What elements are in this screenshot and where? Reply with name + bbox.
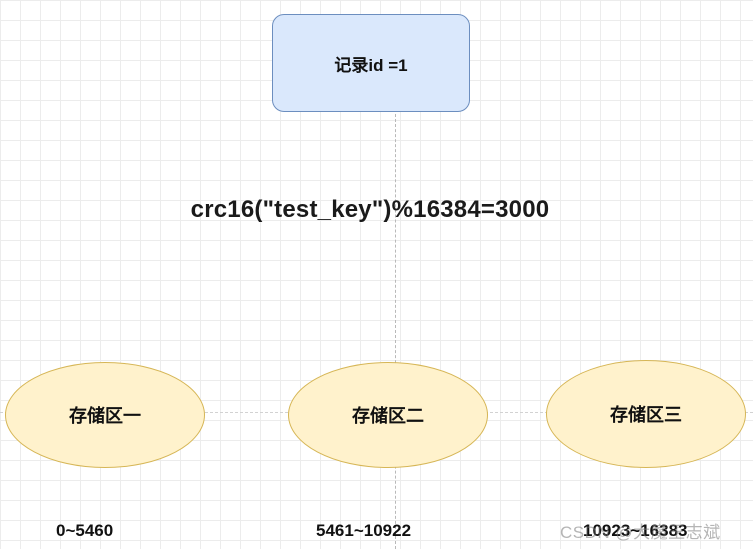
storage-zone-1-label: 存储区一 bbox=[69, 406, 141, 426]
record-label: 记录id =1 bbox=[334, 55, 408, 75]
vertical-dashed-connector bbox=[395, 114, 396, 549]
storage-zone-2-range: 5461~10922 bbox=[316, 521, 412, 540]
hash-formula: crc16("test_key")%16384=3000 bbox=[190, 196, 550, 223]
storage-zone-2: 存储区二 bbox=[288, 362, 488, 468]
storage-zone-1: 存储区一 bbox=[5, 362, 205, 468]
csdn-watermark: CSDN @大魔王志斌 bbox=[560, 523, 721, 542]
record-node: 记录id =1 bbox=[272, 14, 470, 112]
storage-zone-3-range: 10923~16383 bbox=[583, 521, 688, 540]
storage-zone-3: 存储区三 bbox=[546, 360, 746, 468]
storage-zone-2-label: 存储区二 bbox=[352, 406, 424, 426]
storage-zone-3-label: 存储区三 bbox=[610, 405, 682, 425]
storage-zone-1-range: 0~5460 bbox=[56, 521, 114, 540]
